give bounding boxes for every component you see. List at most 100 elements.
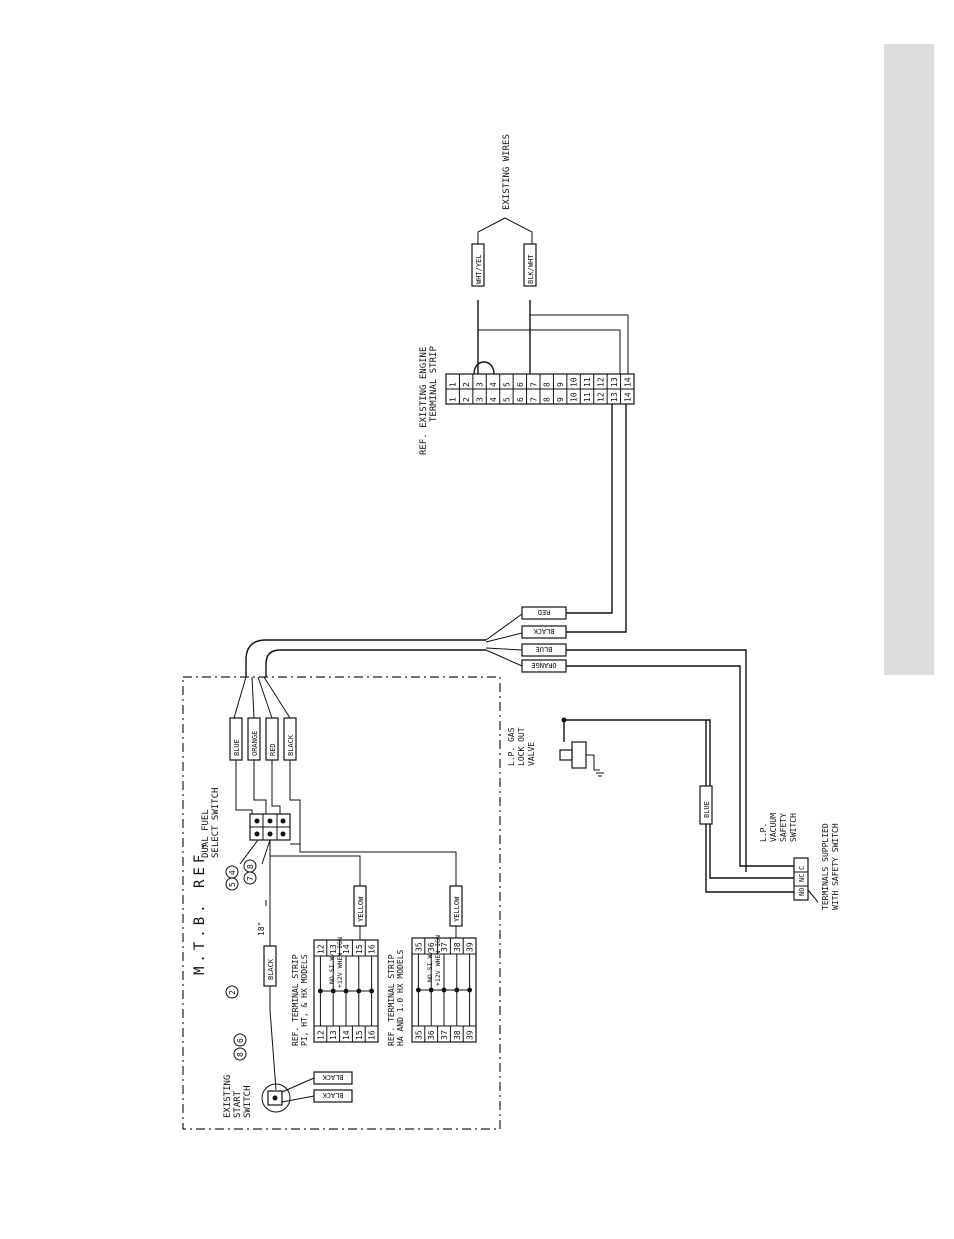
- existing-wires-leader: [477, 217, 533, 244]
- harness-tag: [521, 625, 567, 639]
- harness-tag-label: BLUE: [536, 645, 553, 653]
- strip-terminal-bottom: 38: [453, 1030, 462, 1040]
- strip-terminal-bottom: 12: [316, 1030, 325, 1040]
- strip-terminal-top: 35: [414, 942, 423, 952]
- engine-terminal-top: 13: [610, 377, 619, 387]
- wire-blue-lower: [705, 720, 794, 893]
- terminals-note-2: WITH SAFETY SWITCH: [831, 823, 840, 910]
- vacuum-safety-switch: C NC NO: [793, 857, 809, 901]
- black-lead-low: [269, 986, 277, 1091]
- wire-jumper: [478, 329, 621, 374]
- strip-terminal-bottom: 13: [329, 1030, 338, 1040]
- engine-terminal-top: 14: [623, 377, 632, 387]
- engine-terminal-bottom: 10: [570, 392, 579, 402]
- mtb-ref-title: M.T.B. REF.: [192, 838, 208, 975]
- strip-terminal-top: 39: [466, 942, 475, 952]
- terminals-leader: [807, 889, 819, 903]
- tag-blue-lower-label: BLUE: [703, 801, 711, 818]
- mtb-boundary: [182, 676, 501, 1130]
- tag-blue-lower: [699, 785, 713, 825]
- engine-terminal-top: 8: [543, 382, 552, 387]
- strip1-label-1: REF. TERMINAL STRIP: [291, 954, 300, 1046]
- fan-black: [263, 676, 291, 719]
- strip2-label-2: HA AND 1.0 HX MODELS: [396, 949, 405, 1046]
- vacuum-pin-label: NC: [798, 874, 806, 882]
- strip-terminal-bottom: 35: [414, 1030, 423, 1040]
- dual-fuel-tag-label: BLACK: [287, 734, 295, 756]
- callout-circle: [233, 1033, 247, 1047]
- start-switch-tag: [313, 1089, 353, 1103]
- start-switch: [261, 1083, 291, 1113]
- engine-terminal-top: 6: [516, 382, 525, 387]
- vacuum-label-2: VACUUM: [769, 813, 778, 842]
- existing-wires-label: EXISTING WIRES: [502, 134, 512, 210]
- strip-terminal-bottom: 36: [427, 1030, 436, 1040]
- callout-leader-a: [239, 839, 259, 865]
- callout-circle: [225, 877, 239, 891]
- callout-label: 7: [246, 876, 255, 881]
- callout-label: 6: [236, 1038, 245, 1043]
- harness-tag-label: BLACK: [533, 627, 555, 635]
- wire-black-run: [566, 404, 627, 633]
- vacuum-label-3: SAFETY: [779, 813, 788, 842]
- df-lead-4: [289, 760, 301, 845]
- callout-label: 4: [228, 870, 237, 875]
- dual-fuel-label-1: DUAL FUEL: [201, 809, 211, 858]
- engine-terminal-bottom: 4: [489, 397, 498, 402]
- df-lead-3: [271, 760, 281, 814]
- engine-terminal-top: 9: [556, 382, 565, 387]
- fan-red: [257, 676, 273, 719]
- yellow-tag-label: YELLOW: [357, 896, 365, 922]
- harness-tag-label: ORANGE: [531, 661, 556, 669]
- engine-terminal-bottom: 1: [449, 397, 458, 402]
- side-tab: [884, 44, 934, 675]
- engine-terminal-bottom: 9: [556, 397, 565, 402]
- lp-gas-label-1: L.P. GAS: [507, 727, 516, 766]
- engine-terminal-bottom: 13: [610, 392, 619, 402]
- callout-circle: [233, 1047, 247, 1061]
- dual-fuel-label-2: SELECT SWITCH: [211, 788, 221, 858]
- strip-terminal-top: 16: [368, 944, 377, 954]
- dim-18-label: 18": [257, 922, 266, 936]
- strip-note: +12V WHEN IGN: [434, 935, 442, 986]
- vacuum-pin-label: NO: [798, 888, 806, 896]
- strip2-label-1: REF. TERMINAL STRIP: [387, 954, 396, 1046]
- wire-red-run: [566, 404, 613, 614]
- start-tag-lead-2: [281, 1095, 315, 1103]
- tag-black-18-label: BLACK: [267, 958, 275, 980]
- callout-leader-b: [261, 839, 271, 865]
- harness-cable-inner: [265, 649, 486, 677]
- wire-jumper-2: [530, 314, 629, 374]
- strip-note: NO SI W/: [426, 951, 434, 982]
- strip-note: NO SI W/: [328, 953, 336, 984]
- engine-strip-label-1: REF. EXISTING ENGINE: [419, 347, 429, 455]
- strip1-label-2: PI, HT, & HX MODELS: [300, 954, 309, 1046]
- yellow-feed-2: [299, 844, 457, 886]
- dual-fuel-switch: [249, 813, 291, 841]
- vacuum-pin-label: C: [798, 866, 806, 870]
- strip-terminal-bottom: 14: [342, 1030, 351, 1040]
- strip-terminal-top: 15: [355, 944, 364, 954]
- engine-terminal-top: 12: [596, 377, 605, 387]
- engine-terminal-bottom: 8: [543, 397, 552, 402]
- wire-loop-3: [473, 361, 495, 375]
- strip-note: +12V WHEN IGN: [336, 937, 344, 988]
- strip-terminal-top: 37: [440, 942, 449, 952]
- strip-terminal-top: 14: [342, 944, 351, 954]
- fan-orange: [251, 676, 255, 719]
- strip-terminal-bottom: 16: [368, 1030, 377, 1040]
- vacuum-label-1: L.P.: [759, 823, 768, 842]
- engine-terminal-bottom: 2: [462, 397, 471, 402]
- engine-terminal-bottom: 6: [516, 397, 525, 402]
- engine-terminal-top: 4: [489, 382, 498, 387]
- strip-terminal-top: 36: [427, 942, 436, 952]
- vacuum-switch-pins: C NC NO: [794, 866, 808, 896]
- engine-terminal-bottom: 12: [596, 392, 605, 402]
- wire-valve-feed: [564, 719, 794, 879]
